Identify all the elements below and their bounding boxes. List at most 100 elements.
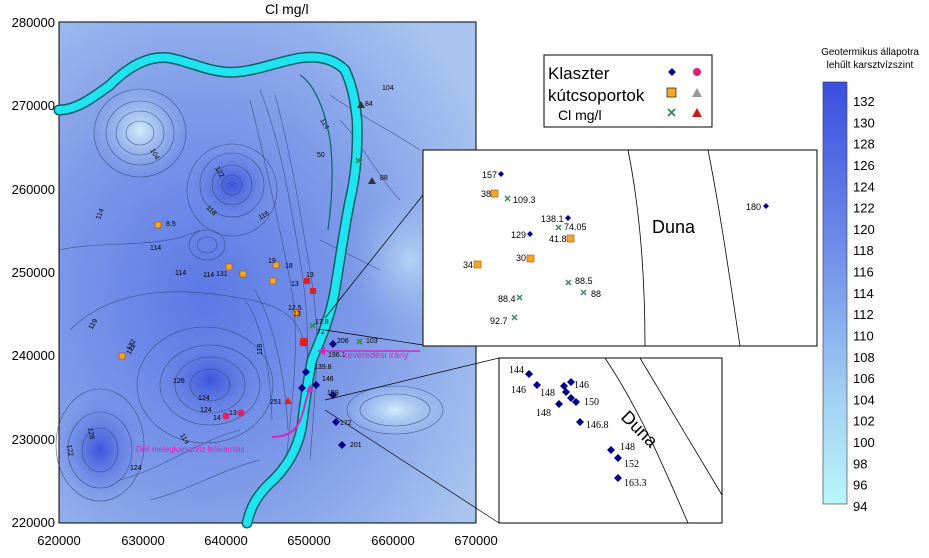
contour-label: 122	[126, 342, 138, 356]
colorbar-tick-label: 116	[853, 265, 874, 280]
inset1-point-label: 129	[511, 230, 526, 240]
inset2-point-label: 163.3	[624, 478, 647, 489]
inset2-point-label: 146.8	[586, 420, 609, 431]
contour-label: 124	[130, 465, 142, 472]
inset1-point-label: 38	[481, 189, 491, 199]
colorbar-tick-label: 132	[853, 94, 875, 109]
contour-lines	[55, 88, 444, 502]
contour-label: 116	[258, 210, 271, 222]
contour-label: 126	[173, 378, 185, 385]
colorbar-tick-label: 122	[853, 201, 875, 216]
inset1-point-label: 180	[746, 202, 761, 212]
point-label: 114	[203, 272, 214, 279]
x-tick-label: 640000	[204, 533, 247, 548]
inset1-point-label: 74.05	[564, 222, 587, 232]
circle-icon	[693, 68, 701, 76]
contour-label: 122	[65, 444, 74, 457]
danube-river	[53, 51, 363, 529]
inset1-point-label: 88.4	[498, 294, 516, 304]
borehole-markers	[118, 101, 376, 449]
colorbar-tick-label: 100	[853, 435, 875, 450]
x-tick-label: 660000	[371, 533, 414, 548]
colorbar-tick-label: 124	[853, 179, 875, 194]
contour-label: 104	[148, 148, 160, 162]
arrows	[271, 347, 420, 438]
contour-label: 114	[95, 208, 105, 221]
colorbar-tick-label: 104	[853, 392, 875, 407]
point-label: 19	[268, 258, 276, 265]
colorbar-tick-label: 118	[853, 243, 874, 258]
inset1-point-label: 41.8	[549, 234, 567, 244]
map-area: 104 122 118 114 114 116 119 126 122 124 …	[53, 21, 477, 529]
point-label: 131	[216, 271, 228, 278]
y-tick-label: 220000	[12, 515, 55, 530]
mixing-direction-label: keveredési irány	[343, 350, 409, 360]
point-label: 146	[322, 376, 334, 383]
point-label: 12.5	[288, 305, 302, 312]
contour-label: 114	[178, 433, 190, 446]
legend-title-2: kútcsoportok	[548, 86, 645, 105]
y-tick-label: 240000	[12, 348, 55, 363]
legend-title-1: Klaszter	[548, 64, 610, 83]
y-tick-label: 250000	[12, 265, 55, 280]
inset1-point-label: 138.1	[541, 214, 564, 224]
colorbar-tick-label: 120	[853, 222, 875, 237]
colorbar-tick-label: 102	[853, 414, 875, 429]
point-label: 201	[350, 442, 362, 449]
contour-label: 118	[257, 344, 264, 355]
colorbar-tick-label: 106	[853, 371, 875, 386]
inset1-point-label: 157	[482, 170, 497, 180]
legend: Klaszter kútcsoportok Cl mg/l	[543, 54, 713, 128]
contour-label: 114	[175, 270, 186, 277]
point-label: 103	[366, 338, 378, 345]
contour-label: 124	[198, 395, 210, 402]
point-label: 122	[126, 338, 138, 352]
y-axis: 280000 270000 260000 250000 240000 23000…	[12, 15, 55, 530]
colorbar-title-2: lehűlt karsztvízszint	[827, 60, 914, 71]
point-label: 13	[229, 410, 237, 417]
inset2-point-label: 150	[584, 397, 599, 408]
point-label: 13	[293, 311, 301, 318]
point-label: 88	[380, 175, 388, 182]
inset1-point-label: 88	[591, 289, 601, 299]
y-tick-label: 230000	[12, 432, 55, 447]
colorbar-tick-label: 94	[853, 499, 867, 514]
inset2-point-label: 148	[620, 442, 635, 453]
inset1-point-label: 88.5	[575, 276, 593, 286]
point-label: 13	[291, 281, 299, 288]
inset2-point-label: 148	[536, 408, 551, 419]
inset2-point-label: 146	[574, 380, 589, 391]
point-label: 17.8	[315, 319, 329, 326]
x-tick-label: 670000	[454, 533, 497, 548]
colorbar-title-1: Geotermikus állapotra	[821, 47, 919, 58]
cross-icon	[667, 108, 676, 117]
y-tick-label: 270000	[12, 98, 55, 113]
point-label: 206	[337, 338, 349, 345]
diamond-icon	[668, 68, 676, 76]
colorbar-tick-label: 110	[853, 329, 874, 344]
inset2-point-label: 146	[511, 385, 526, 396]
inset-1: Duna 157 38 109.3 138.1 129 74.05 41.8 3…	[422, 149, 818, 347]
point-label: 13	[306, 272, 314, 279]
point-label: 14	[213, 415, 221, 422]
contour-label: 122	[213, 166, 225, 180]
x-axis: 620000 630000 640000 650000 660000 67000…	[37, 533, 497, 548]
contour-label: 124	[200, 407, 212, 414]
inset-2: Duna 144 146 148 146 150 148 146.8 148 1…	[498, 357, 723, 524]
colorbar-tick-label: 96	[853, 478, 867, 493]
inset-leader-lines	[324, 194, 500, 524]
point-label: 196.1	[328, 352, 346, 359]
x-tick-label: 620000	[37, 533, 80, 548]
contour-label: 84	[365, 101, 373, 108]
y-tick-label: 260000	[12, 182, 55, 197]
inset2-point-label: 144	[509, 365, 524, 376]
point-label: 8.5	[166, 221, 176, 228]
contour-label: 114	[318, 118, 330, 131]
legend-cl-label: Cl mg/l	[558, 107, 602, 123]
colorbar-tick-label: 128	[853, 137, 875, 152]
contour-label: 128	[86, 427, 95, 440]
x-tick-label: 650000	[287, 533, 330, 548]
point-label: 251	[270, 399, 282, 406]
point-label: 139.8	[314, 364, 332, 371]
